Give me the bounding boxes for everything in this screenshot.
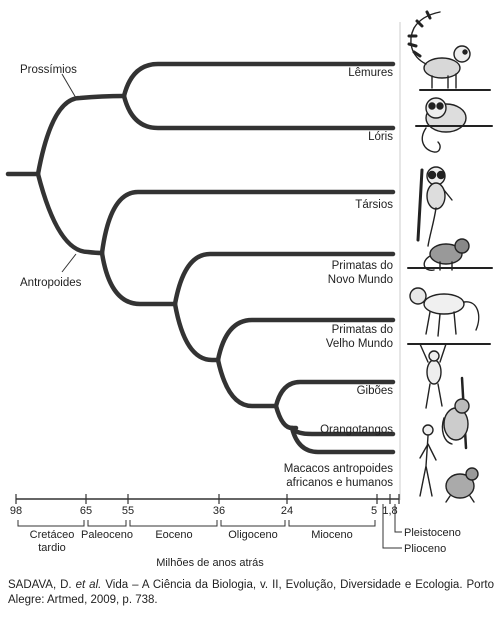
- prossimios-pointer: [61, 73, 77, 99]
- branch-catarrhines: [172, 301, 221, 363]
- taxon-label-orangotangos: Orangotangos: [320, 424, 393, 436]
- tick-label-36: 36: [213, 505, 225, 517]
- branch-gibbons: [273, 379, 396, 409]
- epoch-cretaceo-2: tardio: [38, 542, 66, 554]
- branch-prosimians: [35, 93, 127, 177]
- bracket-cretaceo: [17, 520, 85, 527]
- lemur-icon: [407, 10, 491, 91]
- group-label-prossimios: Prossímios: [20, 64, 77, 76]
- taxon-label-loris: Lóris: [368, 131, 393, 143]
- taxon-label-giboes: Gibões: [357, 385, 394, 397]
- branch-tarsiers: [99, 189, 396, 256]
- epoch-plioceno: Plioceno: [404, 543, 446, 555]
- group-label-antropoides: Antropoides: [20, 277, 82, 289]
- taxon-label-africanos-2: africanos e humanos: [286, 477, 393, 489]
- taxon-label-velho-mundo-2: Velho Mundo: [326, 338, 393, 350]
- taxon-label-africanos-1: Macacos antropoides: [284, 463, 394, 475]
- caption-author: SADAVA, D.: [8, 579, 72, 591]
- taxon-label-velho-mundo-1: Primatas do: [332, 324, 393, 336]
- branch-anthropoids: [35, 171, 105, 256]
- phylogenetic-tree: Prossímios Antropoides Lêmures Lóris Tár…: [5, 10, 493, 569]
- tarsier-icon: [416, 166, 453, 247]
- bracket-paleoceno: [87, 520, 127, 527]
- plioceno-pointer: [382, 504, 402, 549]
- epoch-paleoceno: Paleoceno: [81, 529, 133, 541]
- human-chimp-icon: [419, 424, 479, 503]
- caption-rest: Vida – A Ciência da Biologia, v. II, Evo…: [8, 579, 494, 606]
- bracket-eoceno: [129, 520, 218, 527]
- epoch-cretaceo-1: Cretáceo: [30, 529, 75, 541]
- branch-lorises: [121, 93, 396, 131]
- tick-label-5: 5: [371, 505, 377, 517]
- source-caption: SADAVA, D. et al. Vida – A Ciência da Bi…: [8, 578, 494, 608]
- time-axis: 98 65 55 36 24 5 1,8 Cretáceo tardio Pal…: [10, 494, 461, 569]
- branch-lemurs: [121, 61, 396, 99]
- epoch-eoceno: Eoceno: [155, 529, 192, 541]
- new-world-monkey-icon: [407, 238, 493, 271]
- taxon-label-tarsios: Társios: [355, 199, 393, 211]
- taxon-label-novo-mundo-1: Primatas do: [332, 260, 393, 272]
- loris-icon: [415, 97, 493, 153]
- gibbon-icon: [407, 343, 491, 409]
- old-world-monkey-icon: [409, 287, 480, 337]
- tick-label-1-8: 1,8: [382, 505, 397, 517]
- branch-simians: [99, 250, 178, 307]
- epoch-pleistoceno: Pleistoceno: [404, 527, 461, 539]
- orangutan-icon: [441, 376, 470, 450]
- epoch-mioceno: Mioceno: [311, 529, 353, 541]
- tick-label-98: 98: [10, 505, 22, 517]
- branch-new-world: [172, 251, 396, 307]
- tick-label-24: 24: [281, 505, 293, 517]
- branch-old-world: [215, 317, 396, 363]
- tick-label-65: 65: [80, 505, 92, 517]
- axis-title: Milhões de anos atrás: [156, 557, 264, 569]
- pleistoceno-pointer: [394, 504, 402, 533]
- taxon-label-lemures: Lêmures: [348, 67, 393, 79]
- antropoides-pointer: [61, 253, 77, 273]
- branch-apes: [215, 357, 279, 409]
- branch-great-apes: [273, 403, 299, 431]
- tick-label-55: 55: [122, 505, 134, 517]
- branch-african-apes: [289, 425, 396, 455]
- bracket-mioceno: [288, 520, 376, 527]
- tree-branches: [5, 61, 396, 455]
- bracket-oligoceno: [220, 520, 286, 527]
- taxon-label-novo-mundo-2: Novo Mundo: [328, 274, 393, 286]
- epoch-oligoceno: Oligoceno: [228, 529, 278, 541]
- caption-etal: et al.: [75, 579, 102, 591]
